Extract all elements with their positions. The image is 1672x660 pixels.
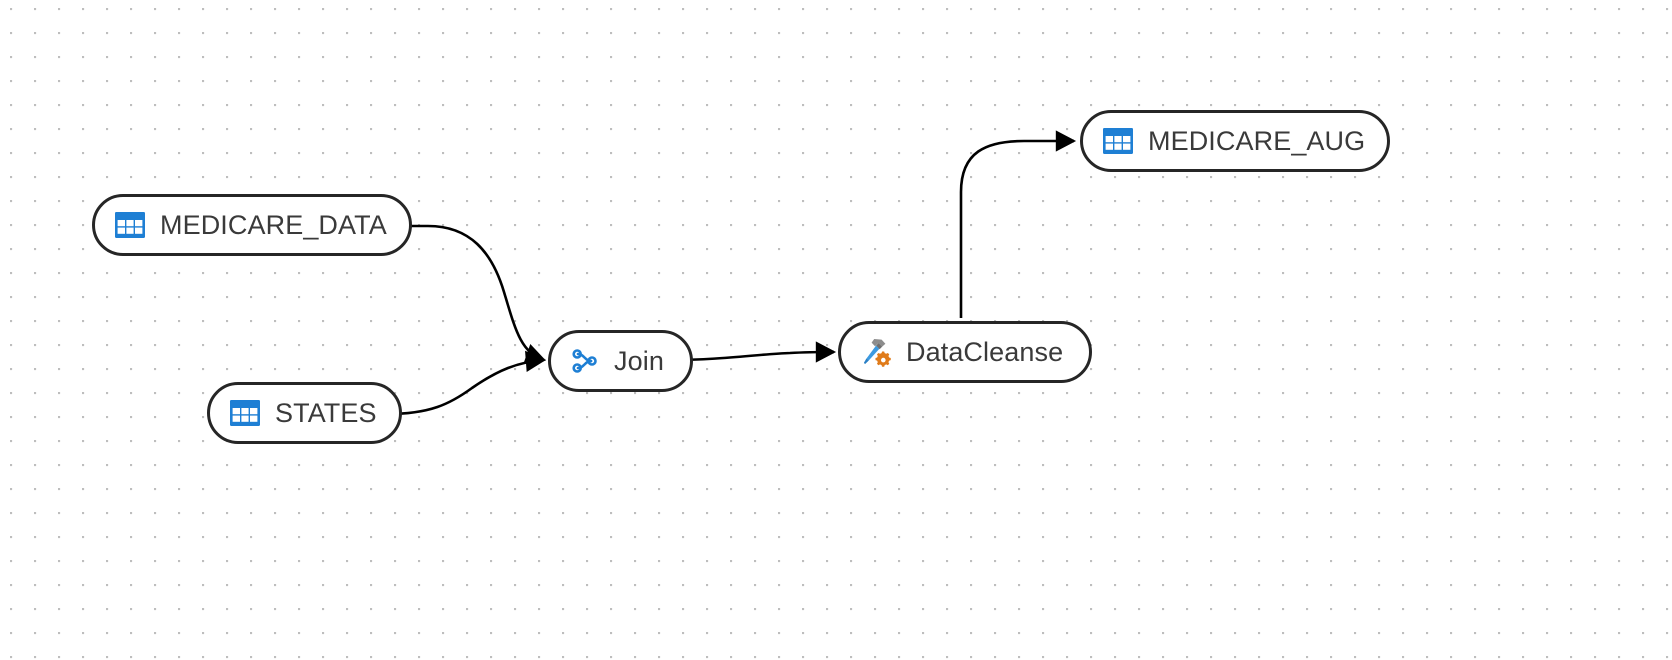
node-label: Join bbox=[614, 345, 664, 376]
node-label: MEDICARE_AUG bbox=[1148, 125, 1366, 156]
node-medicare-data[interactable]: MEDICARE_DATA bbox=[92, 194, 412, 256]
node-label: MEDICARE_DATA bbox=[160, 209, 387, 240]
node-states[interactable]: STATES bbox=[207, 382, 402, 444]
table-icon bbox=[1101, 124, 1135, 158]
node-join[interactable]: Join bbox=[548, 330, 693, 392]
edge-datacleanse-medicare-aug bbox=[959, 130, 1077, 318]
node-medicare-aug[interactable]: MEDICARE_AUG bbox=[1080, 110, 1391, 172]
edge-join-datacleanse bbox=[672, 341, 837, 363]
edge-medicare-data-join bbox=[404, 224, 546, 365]
table-icon bbox=[228, 396, 262, 430]
node-datacleanse[interactable]: DataCleanse bbox=[838, 321, 1093, 383]
hammer-gear-icon bbox=[859, 335, 893, 369]
table-icon bbox=[113, 208, 147, 242]
join-merge-icon bbox=[569, 345, 601, 377]
edge-states-join bbox=[386, 350, 547, 416]
node-label: STATES bbox=[275, 397, 377, 428]
node-label: DataCleanse bbox=[906, 336, 1064, 367]
